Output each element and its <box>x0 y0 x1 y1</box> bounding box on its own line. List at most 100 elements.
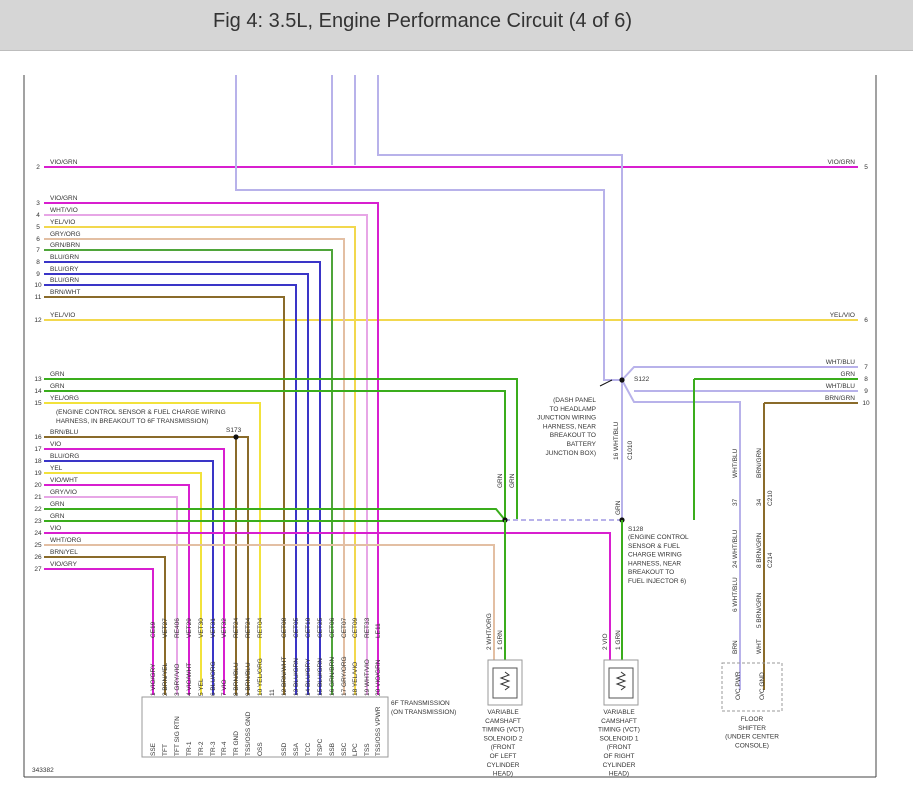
left-wire-label: BLU/ORG <box>50 453 79 460</box>
left-pin-number: 12 <box>34 317 42 324</box>
wire-lav-top-1 <box>235 75 622 381</box>
transmission-pin-function: SSD <box>281 742 288 756</box>
transmission-pin-function: TR-2 <box>198 741 205 756</box>
floor-shifter-label: CONSOLE) <box>735 742 769 749</box>
transmission-pin-code: VET30 <box>198 618 205 638</box>
shifter-connector-label: C214 <box>767 552 774 568</box>
left-wire-label: YEL <box>50 465 63 472</box>
vct2-wire-label: GRN <box>497 473 504 488</box>
right-pin-number: 9 <box>864 388 868 395</box>
vct1-solenoid-box <box>603 659 639 706</box>
wire-21-gry-vio <box>44 496 178 695</box>
left-wire-label: VIO <box>50 525 61 532</box>
transmission-label: (ON TRANSMISSION) <box>391 709 456 716</box>
vct2-label: (FRONT <box>491 744 516 751</box>
left-pin-number: 10 <box>34 282 42 289</box>
left-pin-number: 21 <box>34 494 42 501</box>
wire-9-blu-gry <box>44 273 309 695</box>
s128-note: CHARGE WIRING <box>628 552 682 559</box>
wire-6-gry-org <box>44 238 345 695</box>
left-pin-number: 25 <box>34 542 42 549</box>
vct2-solenoid-box <box>487 659 523 706</box>
s128-note: BREAKOUT TO <box>628 569 674 576</box>
s122-connector-label: C1010 <box>627 440 634 460</box>
right-wire-label: GRN <box>841 371 856 378</box>
wire-25-wht-org <box>44 544 495 660</box>
wire-13-grn <box>44 378 518 520</box>
left-wire-label: BRN/BLU <box>50 429 78 436</box>
right-wire-label: WHT/BLU <box>826 383 856 390</box>
left-pin-number: 23 <box>34 518 42 525</box>
floor-shifter-box <box>721 662 783 712</box>
s122-wire-label: 16 WHT/BLU <box>613 421 620 460</box>
transmission-pin-wire: 9 BRN/BLU <box>245 662 252 696</box>
right-wire-label: WHT/BLU <box>826 359 856 366</box>
transmission-pin-code: CET07 <box>341 617 348 638</box>
transmission-pin-wire: 2 BRN/YEL <box>162 662 169 696</box>
transmission-pin-wire: 14 BLU/GRY <box>305 658 312 696</box>
left-pin-number: 24 <box>34 530 42 537</box>
transmission-pin-code: CET06 <box>329 617 336 638</box>
shifter-function-label: O/C GND <box>759 672 766 700</box>
arrow-pointer <box>599 379 613 387</box>
wire-27-vio-gry <box>44 568 154 695</box>
wire-5-yel-vio <box>44 226 356 695</box>
left-pin-number: 9 <box>36 271 40 278</box>
shifter-pin-label: 6 WHT/BLU <box>732 577 739 612</box>
transmission-pin-wire: 20 VIO/GRN <box>375 659 382 696</box>
shifter-wire-label: BRN/GRN <box>756 448 763 478</box>
left-pin-number: 14 <box>34 388 42 395</box>
vct2-wire-label: GRN <box>509 473 516 488</box>
vct2-label: OF LEFT <box>490 753 517 760</box>
vct2-label: SOLENOID 2 <box>483 735 522 742</box>
transmission-pin-wire: 4 VIO/WHT <box>186 663 193 696</box>
floor-shifter-label: SHIFTER <box>738 725 766 732</box>
s173-label: S173 <box>226 427 242 434</box>
s128-label: S128 <box>628 526 644 533</box>
right-pin-number: 7 <box>864 364 868 371</box>
wire-wht-blu-7 <box>621 366 858 381</box>
left-wire-label: WHT/ORG <box>50 537 81 544</box>
transmission-pin-wire: 3 GRY/VIO <box>174 664 181 696</box>
transmission-pin-code: VET29 <box>186 618 193 638</box>
left-wire-label: GRN <box>50 513 65 520</box>
wire-24-vio <box>44 532 611 660</box>
left-wire-label: VIO/GRN <box>50 159 78 166</box>
vct2-label: HEAD) <box>493 771 513 778</box>
transmission-pin-function: SSE <box>150 742 157 756</box>
transmission-pin-wire: 12 BRN/WHT <box>281 657 288 696</box>
transmission-pin-code: RET04 <box>257 617 264 638</box>
transmission-pin-code: CET09 <box>352 617 359 638</box>
dash-panel-note: HARNESS, NEAR <box>543 423 596 430</box>
title-bar: Fig 4: 3.5L, Engine Performance Circuit … <box>0 0 913 51</box>
transmission-pin-code: CET08 <box>281 617 288 638</box>
vct1-label: OF RIGHT <box>603 753 634 760</box>
transmission-pin-function: LPC <box>352 743 359 756</box>
left-wire-label: GRN/BRN <box>50 242 80 249</box>
transmission-pin-function: SSB <box>329 743 336 756</box>
right-wire-label: BRN/GRN <box>825 395 855 402</box>
vct2-label: TIMING (VCT) <box>482 727 524 734</box>
wire-18-blu-org <box>44 460 214 695</box>
vct1-label: VARIABLE <box>603 709 635 716</box>
wire-lav-top-4 <box>377 75 623 380</box>
transmission-pin-wire: 5 YEL <box>198 678 205 696</box>
transmission-pin-function: TR-4 <box>221 741 228 756</box>
left-pin-number: 7 <box>36 247 40 254</box>
transmission-pin-code: RE406 <box>174 618 181 638</box>
wire-14-grn <box>44 390 506 520</box>
transmission-pin-function: TFT <box>162 744 169 756</box>
transmission-connector-box <box>141 696 389 758</box>
vct1-solenoid-coil <box>615 671 627 691</box>
transmission-label: 6F TRANSMISSION <box>391 700 450 707</box>
transmission-pin-function: SSC <box>341 742 348 756</box>
transmission-pin-wire: 11 <box>269 689 276 696</box>
transmission-pin-function: TSS <box>364 743 371 756</box>
transmission-pin-wire: 7 VIO <box>221 679 228 696</box>
floor-shifter-label: FLOOR <box>741 716 764 723</box>
transmission-pin-code: VET32 <box>221 618 228 638</box>
transmission-pin-wire: 6 BLU/ORG <box>210 661 217 696</box>
shifter-function-label: O/C PWR <box>735 671 742 700</box>
wire-10-blu-grn <box>44 284 297 695</box>
